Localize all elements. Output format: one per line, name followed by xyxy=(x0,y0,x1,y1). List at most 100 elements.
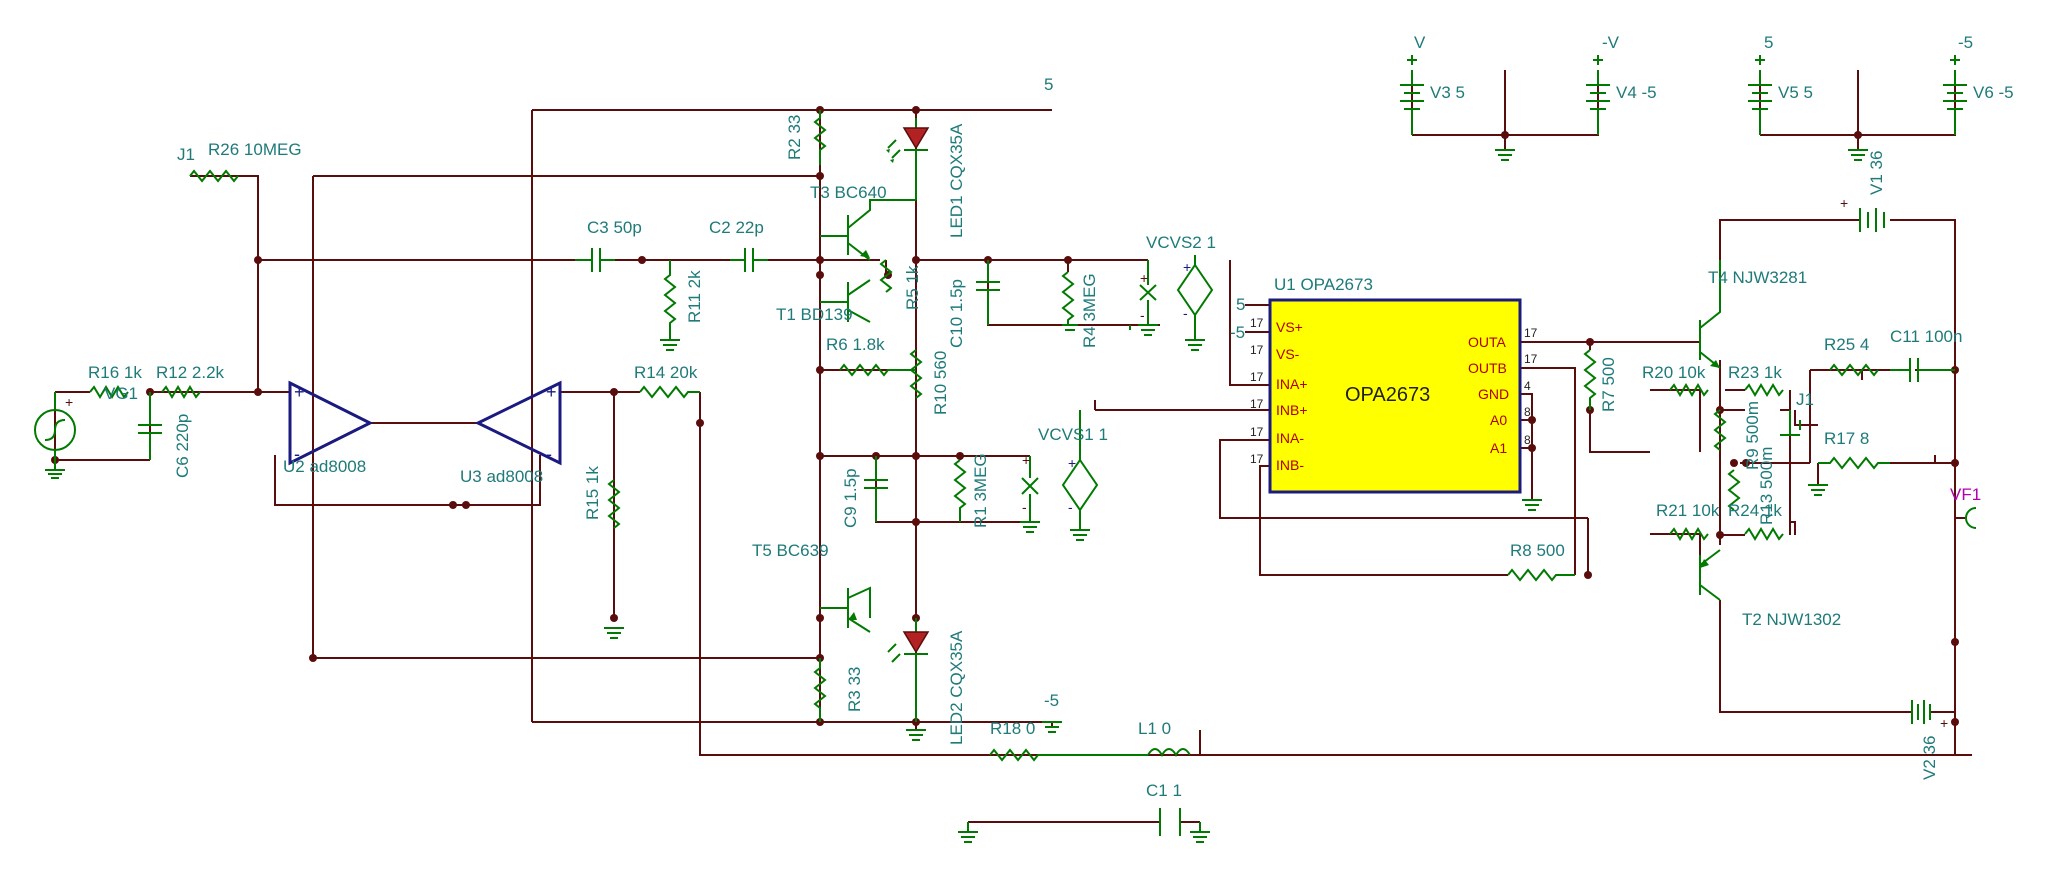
resistor-r10 xyxy=(909,349,923,399)
chip-u1 xyxy=(1268,298,1522,494)
svg-text:-: - xyxy=(1140,307,1145,323)
resistor-r14 xyxy=(639,385,700,399)
capacitor-c11 xyxy=(1890,358,1955,382)
chip-pin-a0: A0 xyxy=(1490,412,1507,428)
label-net-5: 5 xyxy=(1044,75,1053,94)
label-vcvs1: VCVS1 1 xyxy=(1038,425,1108,444)
junction-dots xyxy=(51,106,1959,726)
resistor-r23 xyxy=(1725,383,1784,397)
chip-pin-a1: A1 xyxy=(1490,440,1507,456)
capacitor-c9 xyxy=(864,456,888,522)
resistor-r7 xyxy=(1583,349,1597,410)
ground-symbols xyxy=(1495,149,1868,511)
label-l1: L1 0 xyxy=(1138,719,1171,738)
label-r25: R25 4 xyxy=(1824,335,1869,354)
label-r15: R15 1k xyxy=(583,466,602,520)
label-net-m5: -5 xyxy=(1044,691,1059,710)
label-c9: C9 1.5p xyxy=(841,468,860,528)
label-c2: C2 22p xyxy=(709,218,764,237)
label-c1: C1 1 xyxy=(1146,781,1182,800)
led-led2 xyxy=(887,618,930,722)
label-r6: R6 1.8k xyxy=(826,335,885,354)
label-v1: V1 36 xyxy=(1867,151,1886,195)
label-j1: J1 xyxy=(177,145,195,164)
supply-v4 xyxy=(1586,55,1610,135)
vcvs-vcvs2 xyxy=(1138,255,1214,351)
label-r26: R26 10MEG xyxy=(208,140,302,159)
capacitor-c1 xyxy=(958,808,1210,843)
svg-text:+: + xyxy=(546,382,557,402)
transistor-t5 xyxy=(820,586,871,633)
battery-v2 xyxy=(1911,700,1931,724)
label-r16: R16 1k xyxy=(88,363,142,382)
pin-number: 17 xyxy=(1250,425,1264,439)
transistor-t2 xyxy=(1699,549,1721,601)
label-r7: R7 500 xyxy=(1599,357,1618,412)
svg-text:-: - xyxy=(1068,499,1073,515)
resistor-r25 xyxy=(1829,363,1879,377)
label-r23: R23 1k xyxy=(1728,363,1782,382)
label-r12: R12 2.2k xyxy=(156,363,225,382)
svg-text:-: - xyxy=(546,444,552,464)
label-v4: V4 -5 xyxy=(1616,83,1657,102)
label-c3: C3 50p xyxy=(587,218,642,237)
resistor-r1 xyxy=(953,459,967,522)
label-v2: V2 36 xyxy=(1920,736,1939,780)
pin-number: 17 xyxy=(1250,343,1264,357)
label-c11: C11 100n xyxy=(1890,327,1962,346)
label-r21: R21 10k xyxy=(1656,501,1720,520)
label-t3: T3 BC640 xyxy=(810,183,887,202)
label-c6: C6 220p xyxy=(173,414,192,478)
label-r3: R3 33 xyxy=(845,667,864,712)
label-v3: V3 5 xyxy=(1430,83,1465,102)
label-net-5b: 5 xyxy=(1764,33,1773,52)
resistor-r5 xyxy=(879,259,893,293)
resistor-r3 xyxy=(813,658,827,722)
ground-symbols-misc xyxy=(906,324,1131,741)
svg-text:+: + xyxy=(294,382,305,402)
chip-name: OPA2673 xyxy=(1345,384,1430,406)
capacitor-c3 xyxy=(575,248,615,272)
jumper-j1 xyxy=(1780,410,1801,436)
pin-number: 8 xyxy=(1524,433,1531,447)
label-r10: R10 560 xyxy=(931,351,950,415)
chip-pin-vs-minus: VS- xyxy=(1276,346,1300,362)
label-r8: R8 500 xyxy=(1510,541,1565,560)
label-r13: R13 500m xyxy=(1757,447,1776,525)
label-j1b: J1 xyxy=(1796,390,1814,409)
label-t2: T2 NJW1302 xyxy=(1742,610,1841,629)
transistor-t3 xyxy=(820,199,916,261)
wires xyxy=(54,70,1972,823)
chip-pin-outa: OUTA xyxy=(1468,334,1507,350)
svg-text:-: - xyxy=(1183,305,1188,321)
label-net-v: V xyxy=(1414,33,1426,52)
label-vg1: VG1 xyxy=(104,384,138,403)
capacitor-c6 xyxy=(138,392,162,460)
label-r17: R17 8 xyxy=(1824,429,1869,448)
label-r14: R14 20k xyxy=(634,363,698,382)
resistor-r21 xyxy=(1669,527,1709,541)
supply-v6 xyxy=(1943,55,1967,135)
svg-text:+: + xyxy=(1068,455,1076,471)
svg-text:+: + xyxy=(1940,715,1948,731)
resistor-r17 xyxy=(1818,456,1890,470)
pin-number: 17 xyxy=(1250,316,1264,330)
svg-text:+: + xyxy=(1022,452,1030,468)
label-r11: R11 2k xyxy=(685,270,704,323)
pin-number: 17 xyxy=(1250,452,1264,466)
label-r2: R2 33 xyxy=(785,115,804,160)
label-r5: R5 1k xyxy=(903,265,922,310)
pin-number: 17 xyxy=(1524,326,1538,340)
resistor-r26 xyxy=(189,169,239,183)
resistor-r16 xyxy=(89,385,129,399)
inductor-l1 xyxy=(1147,748,1700,757)
resistor-r18 xyxy=(989,748,1148,762)
resistor-r12 xyxy=(161,385,201,399)
chip-pin-gnd: GND xyxy=(1478,386,1509,402)
led-led1 xyxy=(886,118,930,200)
svg-text:-: - xyxy=(1022,499,1027,515)
chip-pin-ina-minus: INA- xyxy=(1276,430,1304,446)
svg-text:+: + xyxy=(1140,270,1148,286)
label-r1: R1 3MEG xyxy=(971,453,990,528)
label-v5: V5 5 xyxy=(1778,83,1813,102)
